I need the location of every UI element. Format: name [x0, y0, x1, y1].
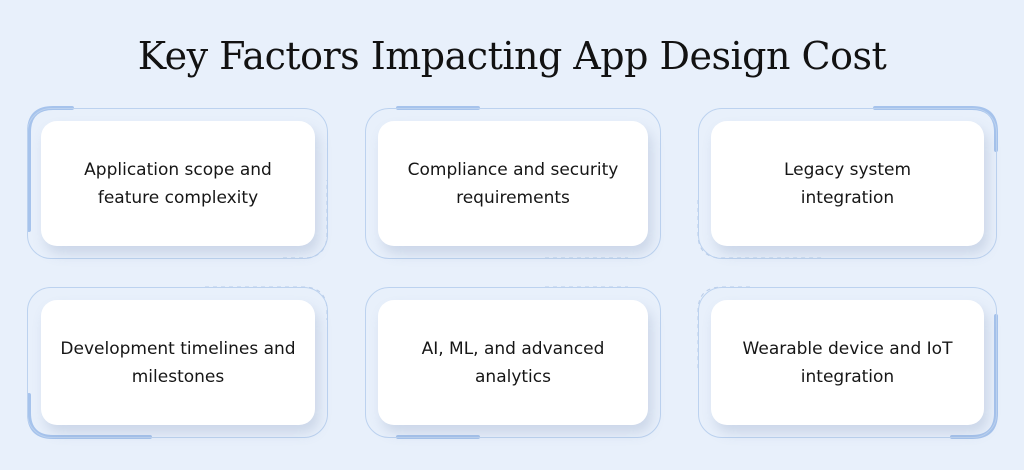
factor-label: Legacy system integration	[783, 159, 912, 208]
factor-card-timelines: Development timelines and milestones	[41, 300, 315, 425]
factor-label: Wearable device and IoT integration	[742, 338, 953, 387]
factor-label: Application scope and feature complexity	[84, 159, 272, 208]
factor-frame-5	[365, 287, 661, 438]
factor-card-ai-ml: AI, ML, and advanced analytics	[378, 300, 648, 425]
factor-frame-2	[365, 108, 661, 259]
factor-label: Development timelines and milestones	[60, 338, 296, 387]
factor-frame-1	[27, 108, 328, 259]
factor-card-compliance: Compliance and security requirements	[378, 121, 648, 246]
factor-card-scope: Application scope and feature complexity	[41, 121, 315, 246]
factor-frame-6	[698, 287, 997, 438]
factor-card-wearable: Wearable device and IoT integration	[711, 300, 984, 425]
factor-frame-3	[698, 108, 997, 259]
factor-frame-4	[27, 287, 328, 438]
page-title: Key Factors Impacting App Design Cost	[137, 34, 887, 78]
factor-card-legacy: Legacy system integration	[711, 121, 984, 246]
factor-label: AI, ML, and advanced analytics	[421, 338, 605, 387]
factor-label: Compliance and security requirements	[407, 159, 619, 208]
